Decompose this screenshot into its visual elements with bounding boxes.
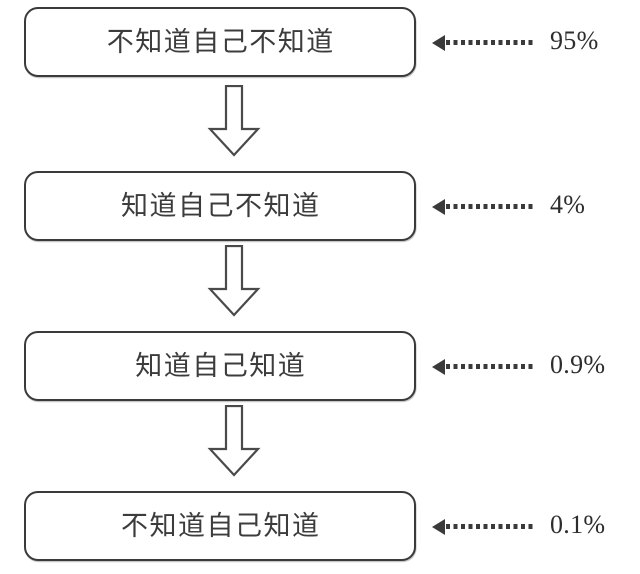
flow-step-4: 不知道自己知道 0.1% [0, 491, 640, 561]
dotted-line-3 [446, 364, 534, 369]
node-label-4: 不知道自己知道 [121, 510, 321, 541]
dotted-left-arrow-icon [432, 359, 445, 375]
node-box-2[interactable]: 知道自己不知道 [24, 171, 416, 241]
connector-arrow-1 [207, 85, 261, 157]
callout-1: 95% [432, 26, 632, 55]
dotted-line-2 [446, 204, 534, 209]
percent-label-3: 0.9% [550, 350, 606, 379]
node-label-2: 知道自己不知道 [121, 190, 321, 221]
down-block-arrow-icon [207, 85, 261, 157]
percent-label-2: 4% [550, 190, 586, 219]
callout-2: 4% [432, 190, 632, 219]
node-label-3: 知道自己知道 [135, 350, 307, 381]
node-box-3[interactable]: 知道自己知道 [24, 331, 416, 401]
flow-step-3: 知道自己知道 0.9% [0, 331, 640, 401]
dotted-line-4 [446, 524, 534, 529]
flow-step-2: 知道自己不知道 4% [0, 171, 640, 241]
dotted-left-arrow-icon [432, 199, 445, 215]
dotted-left-arrow-icon [432, 35, 445, 51]
node-box-1[interactable]: 不知道自己不知道 [24, 7, 416, 77]
callout-3: 0.9% [432, 350, 632, 379]
down-block-arrow-icon [207, 245, 261, 317]
percent-label-4: 0.1% [550, 510, 606, 539]
callout-4: 0.1% [432, 510, 632, 539]
dotted-left-arrow-icon [432, 519, 445, 535]
down-block-arrow-icon [207, 405, 261, 477]
flow-step-1: 不知道自己不知道 95% [0, 7, 640, 77]
dotted-line-1 [446, 40, 534, 45]
node-box-4[interactable]: 不知道自己知道 [24, 491, 416, 561]
connector-arrow-3 [207, 405, 261, 477]
node-label-1: 不知道自己不知道 [106, 26, 335, 57]
percent-label-1: 95% [550, 26, 599, 55]
connector-arrow-2 [207, 245, 261, 317]
